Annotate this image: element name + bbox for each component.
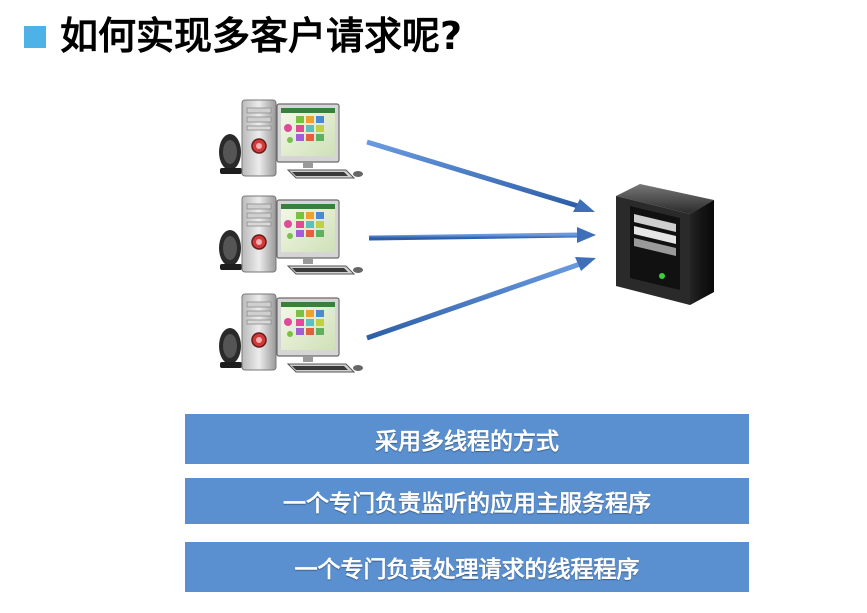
method-bar-2: 一个专门负责监听的应用主服务程序 — [185, 478, 749, 524]
method-bar-1: 采用多线程的方式 — [185, 414, 749, 464]
server-tower-icon — [616, 184, 714, 305]
title-bullet — [24, 26, 46, 48]
request-arrow-1 — [366, 139, 595, 212]
request-arrow-2 — [368, 227, 596, 243]
client-computer-1-icon — [218, 99, 364, 179]
page-title: 如何实现多客户请求呢? — [60, 14, 463, 58]
method-bar-3: 一个专门负责处理请求的线程程序 — [185, 542, 749, 592]
client-computer-3-icon — [218, 293, 364, 373]
request-arrow-3 — [366, 257, 596, 341]
client-computer-2-icon — [218, 195, 364, 275]
